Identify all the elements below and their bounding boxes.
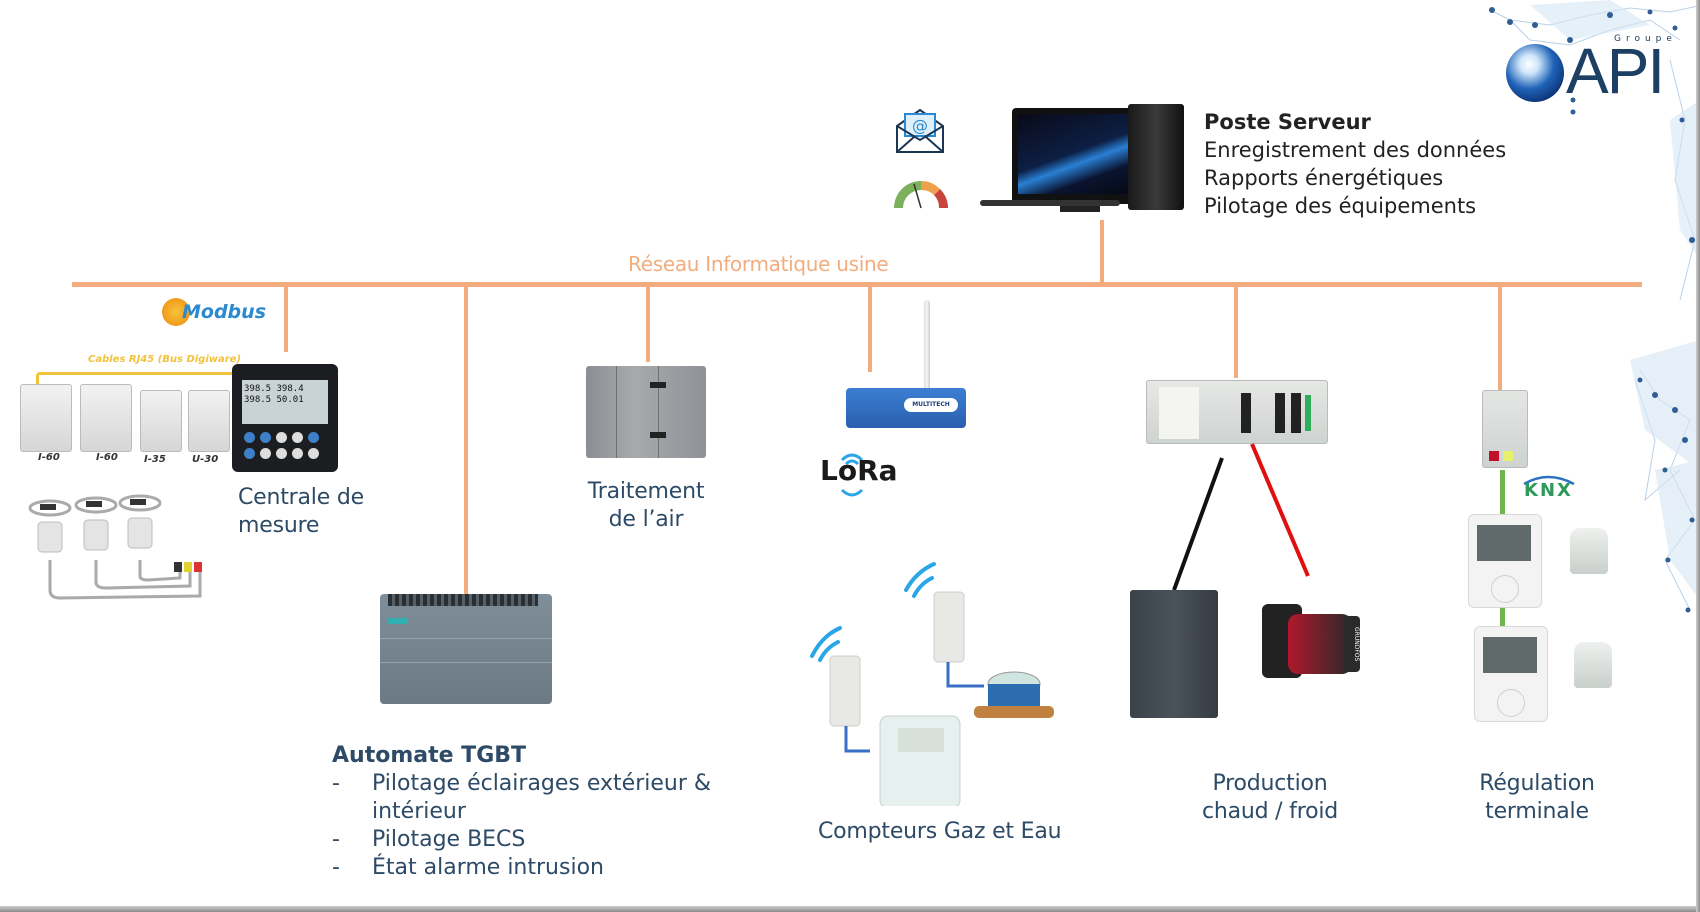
bus-drop-air — [646, 284, 650, 362]
tgbt-plc — [380, 594, 552, 704]
knx-bus-line — [1500, 470, 1505, 516]
production-caption: Production chaud / froid — [1190, 770, 1350, 826]
tgbt-description: Automate TGBT -Pilotage éclairages extér… — [332, 742, 711, 882]
tgbt-item-text: Pilotage BECS — [372, 827, 526, 852]
bus-drop-measure — [284, 284, 288, 352]
thermal-actuator — [1570, 528, 1608, 574]
server-tower — [1128, 104, 1184, 210]
lora-gateway: MULTITECH — [846, 388, 966, 428]
room-thermostat — [1468, 514, 1542, 608]
tgbt-item-text: Pilotage éclairages extérieur & — [372, 771, 712, 796]
bus-label: Réseau Informatique usine — [628, 252, 889, 276]
gateway-brand: MULTITECH — [904, 398, 958, 412]
caption-line: terminale — [1485, 799, 1589, 824]
knx-gateway — [1482, 390, 1528, 468]
caption-line: de l’air — [608, 507, 684, 532]
central-screen: 398.5 398.4 398.5 50.01 — [242, 380, 328, 424]
caption-line: Centrale de — [238, 485, 364, 510]
module-label: I-60 — [96, 452, 118, 463]
caption-line: Régulation — [1479, 771, 1595, 796]
module-label: I-35 — [144, 454, 166, 465]
caption-line: mesure — [238, 513, 320, 538]
server-description: Poste Serveur Enregistrement des données… — [1204, 108, 1506, 220]
tgbt-item-text: État alarme intrusion — [372, 855, 604, 880]
tgbt-title: Automate TGBT — [332, 743, 527, 768]
server-title: Poste Serveur — [1204, 110, 1371, 134]
frame-right-border — [1696, 0, 1700, 912]
lora-label: LoRa — [820, 454, 898, 487]
caption-line: chaud / froid — [1201, 799, 1339, 824]
knx-logo-icon — [1523, 475, 1575, 486]
digiware-module — [20, 384, 72, 452]
server-line: Pilotage des équipements — [1204, 194, 1477, 218]
bus-drop-lora — [868, 284, 872, 372]
email-icon: @ — [896, 108, 944, 153]
knx-bus-line — [1500, 608, 1505, 628]
modbus-logo-icon — [162, 298, 190, 326]
screen-value: 398.5 — [244, 384, 272, 394]
server-line: Rapports énergétiques — [1204, 166, 1444, 190]
cable-label: Cables RJ45 (Bus Digiware) — [88, 354, 242, 365]
network-bus-line — [72, 282, 1642, 287]
screen-value: 50.01 — [276, 395, 304, 405]
measure-central-unit: 398.5 398.4 398.5 50.01 — [232, 364, 338, 472]
black-cable — [1172, 457, 1224, 591]
measure-caption: Centrale de mesure — [238, 484, 364, 540]
tgbt-item: intérieur — [332, 798, 711, 826]
caption-line: Traitement — [587, 479, 705, 504]
frame-bottom-border — [0, 906, 1700, 912]
pump-brand: GRUNDFOS — [1344, 616, 1360, 672]
current-sensors — [28, 494, 202, 600]
api-logo-sphere-icon — [1506, 44, 1564, 102]
screen-value: 398.5 — [244, 395, 272, 405]
digiware-module — [140, 390, 182, 452]
gateway-antenna — [924, 300, 930, 404]
svg-text:@: @ — [912, 116, 928, 135]
module-label: U-30 — [192, 454, 219, 465]
network-decoration — [1489, 0, 1700, 613]
module-label: I-60 — [38, 452, 60, 463]
screen-value: 398.4 — [276, 384, 304, 394]
digiware-module — [80, 384, 132, 452]
digiware-module — [188, 390, 230, 452]
tgbt-item-text: intérieur — [372, 799, 466, 824]
air-handling-unit — [586, 366, 706, 458]
air-caption: Traitement de l’air — [578, 478, 714, 534]
circulator-pump: GRUNDFOS — [1262, 594, 1360, 684]
caption-line: Production — [1212, 771, 1328, 796]
central-keypad — [244, 432, 328, 459]
meters-caption: Compteurs Gaz et Eau — [818, 819, 1062, 844]
red-cable — [1250, 443, 1310, 577]
room-thermostat — [1474, 626, 1548, 722]
regulation-caption: Régulation terminale — [1462, 770, 1612, 826]
logo-groupe-text: Groupe — [1614, 34, 1677, 44]
tgbt-item: -Pilotage éclairages extérieur & — [332, 771, 712, 796]
keyboard — [980, 200, 1120, 206]
modbus-label: Modbus — [182, 301, 266, 323]
boiler-unit — [1130, 590, 1218, 718]
lora-wave-icon — [840, 453, 864, 497]
gas-water-meters — [810, 562, 1054, 806]
tgbt-item: -État alarme intrusion — [332, 855, 604, 880]
bus-drop-tgbt — [464, 284, 468, 596]
production-plc — [1146, 380, 1328, 444]
tgbt-item: -Pilotage BECS — [332, 827, 526, 852]
knx-label: KNX — [1524, 480, 1573, 501]
bus-drop-regulation — [1498, 284, 1502, 392]
bus-drop-production — [1234, 284, 1238, 378]
bus-drop-server — [1100, 220, 1104, 284]
logo-api-text: API — [1566, 35, 1665, 107]
gauge-icon — [894, 181, 948, 209]
monitor-stand — [1060, 204, 1100, 212]
thermal-actuator — [1574, 642, 1612, 688]
production-cables — [1172, 443, 1310, 591]
server-line: Enregistrement des données — [1204, 138, 1507, 162]
